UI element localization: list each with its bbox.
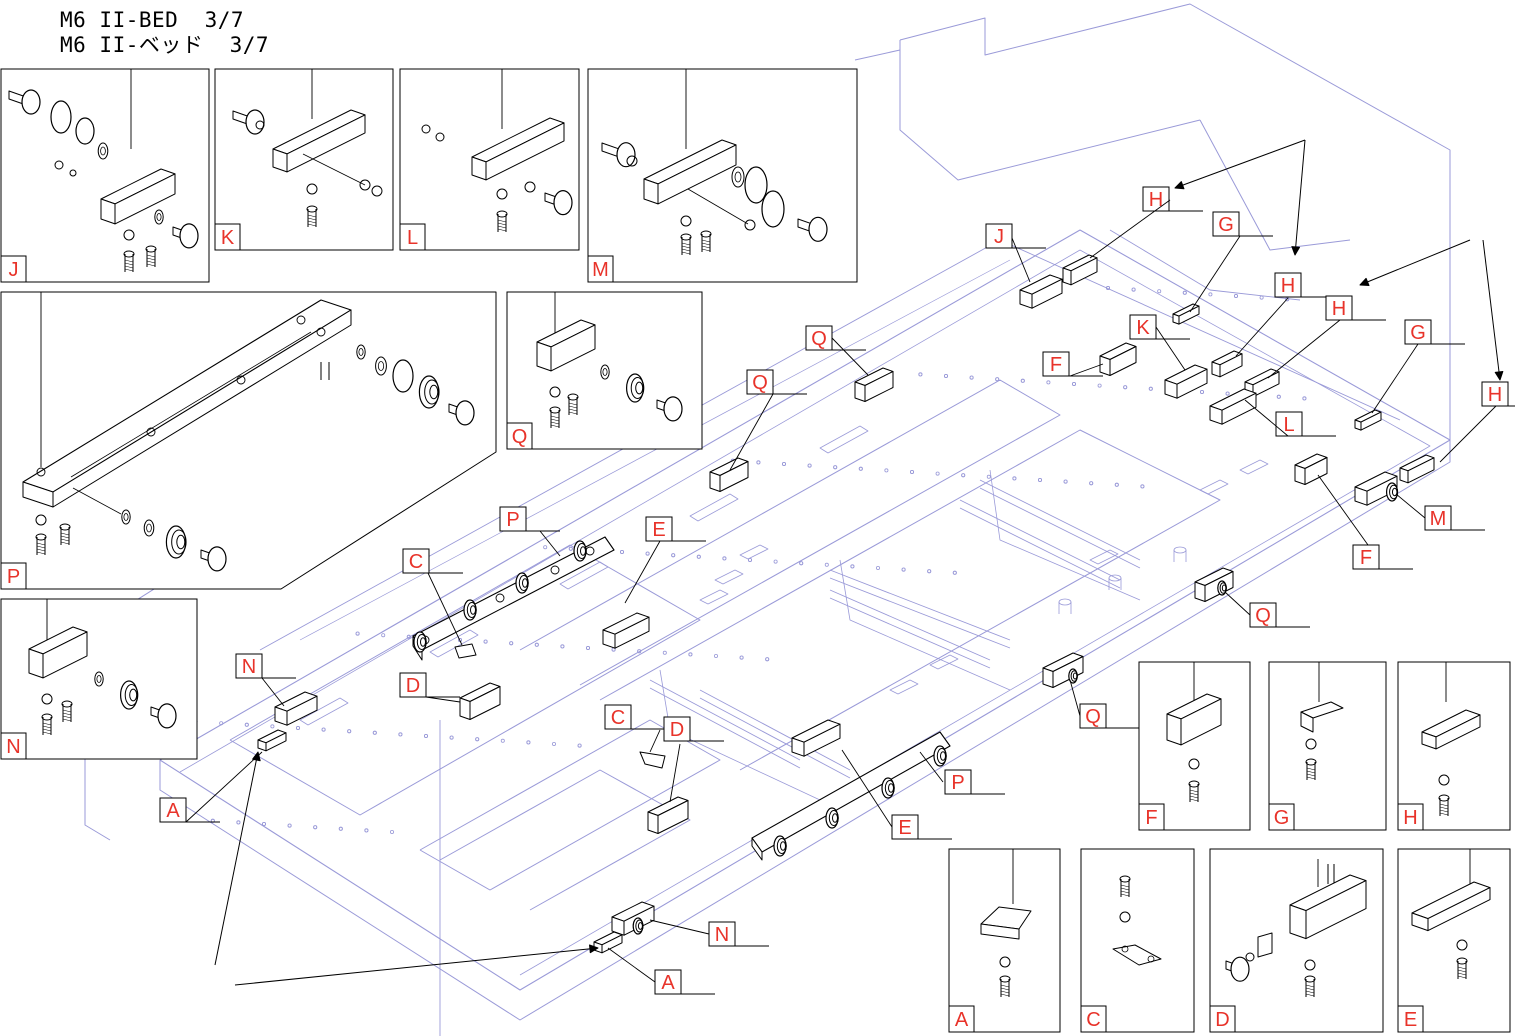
callout-g: G	[1213, 212, 1273, 236]
svg-text:K: K	[221, 227, 235, 249]
svg-text:F: F	[1050, 354, 1062, 376]
svg-text:G: G	[1274, 807, 1290, 829]
detail-panel-q: Q	[507, 292, 702, 449]
svg-text:C: C	[611, 707, 625, 729]
svg-text:N: N	[242, 656, 256, 678]
svg-text:Q: Q	[752, 372, 768, 394]
callout-f: F	[1353, 545, 1413, 569]
svg-text:P: P	[506, 509, 519, 531]
callout-d: D	[664, 717, 724, 741]
svg-text:L: L	[1283, 414, 1294, 436]
callout-h: H	[1275, 273, 1335, 297]
callout-a: A	[655, 970, 715, 994]
svg-text:C: C	[409, 551, 423, 573]
detail-panel-d: D	[1210, 849, 1383, 1032]
svg-text:H: H	[1281, 275, 1295, 297]
callout-p: P	[500, 507, 560, 531]
callout-j: J	[986, 224, 1046, 248]
svg-text:Q: Q	[1085, 706, 1101, 728]
detail-panel-j: J	[1, 69, 209, 282]
callout-q: Q	[1080, 704, 1140, 728]
svg-text:Q: Q	[811, 328, 827, 350]
svg-text:M: M	[592, 259, 609, 281]
svg-text:M: M	[1430, 508, 1447, 530]
svg-text:E: E	[898, 817, 911, 839]
detail-panel-k: K	[215, 69, 393, 250]
svg-text:A: A	[955, 1009, 969, 1031]
callout-h: H	[1326, 296, 1386, 320]
svg-text:P: P	[951, 772, 964, 794]
svg-text:K: K	[1136, 317, 1150, 339]
svg-text:Q: Q	[1255, 605, 1271, 627]
callout-d: D	[400, 673, 460, 697]
callout-g: G	[1405, 320, 1465, 344]
svg-text:C: C	[1086, 1009, 1100, 1031]
callout-f: F	[1043, 352, 1103, 376]
callout-n: N	[709, 922, 769, 946]
svg-text:J: J	[9, 259, 19, 281]
callout-e: E	[892, 815, 952, 839]
callout-h: H	[1143, 187, 1203, 211]
svg-text:G: G	[1410, 322, 1426, 344]
svg-text:H: H	[1149, 189, 1163, 211]
svg-text:D: D	[406, 675, 420, 697]
svg-text:J: J	[994, 226, 1004, 248]
callout-q: Q	[806, 326, 866, 350]
svg-text:D: D	[670, 719, 684, 741]
svg-text:D: D	[1215, 1009, 1229, 1031]
svg-text:A: A	[166, 800, 180, 822]
svg-text:N: N	[715, 924, 729, 946]
svg-text:F: F	[1360, 547, 1372, 569]
callout-q: Q	[1250, 603, 1310, 627]
drawing-title-ja: M6 II-ベッド 3/7	[60, 33, 269, 58]
detail-panel-p: P	[1, 292, 496, 589]
svg-text:P: P	[7, 566, 20, 588]
detail-panel-a: A	[949, 849, 1060, 1032]
detail-panel-c: C	[1081, 849, 1194, 1032]
callout-c: C	[605, 705, 665, 729]
drawing-title-en: M6 II-BED 3/7	[60, 8, 269, 33]
detail-panel-h: H	[1398, 662, 1510, 830]
svg-text:H: H	[1488, 384, 1502, 406]
callout-l: L	[1276, 412, 1336, 436]
detail-panels: J K L M P Q N F G H A C D E	[1, 69, 1510, 1032]
callout-m: M	[1425, 506, 1485, 530]
detail-panel-g: G	[1269, 662, 1386, 830]
svg-text:H: H	[1403, 807, 1417, 829]
svg-text:A: A	[661, 972, 675, 994]
detail-panel-n: N	[1, 599, 197, 759]
callout-n: N	[236, 654, 296, 678]
svg-text:Q: Q	[512, 426, 528, 448]
detail-panel-e: E	[1398, 849, 1510, 1032]
svg-text:F: F	[1145, 807, 1157, 829]
svg-text:G: G	[1218, 214, 1234, 236]
detail-panel-m: M	[588, 69, 857, 282]
callout-c: C	[403, 549, 463, 573]
detail-panel-f: F	[1139, 662, 1250, 830]
callout-p: P	[945, 770, 1005, 794]
svg-text:N: N	[6, 736, 20, 758]
detail-panel-l: L	[400, 69, 579, 250]
svg-text:H: H	[1332, 298, 1346, 320]
svg-text:E: E	[1404, 1009, 1417, 1031]
svg-text:L: L	[407, 227, 418, 249]
svg-text:E: E	[652, 519, 665, 541]
drawing-title-block: M6 II-BED 3/7 M6 II-ベッド 3/7	[60, 8, 269, 58]
callout-h: H	[1482, 382, 1515, 406]
